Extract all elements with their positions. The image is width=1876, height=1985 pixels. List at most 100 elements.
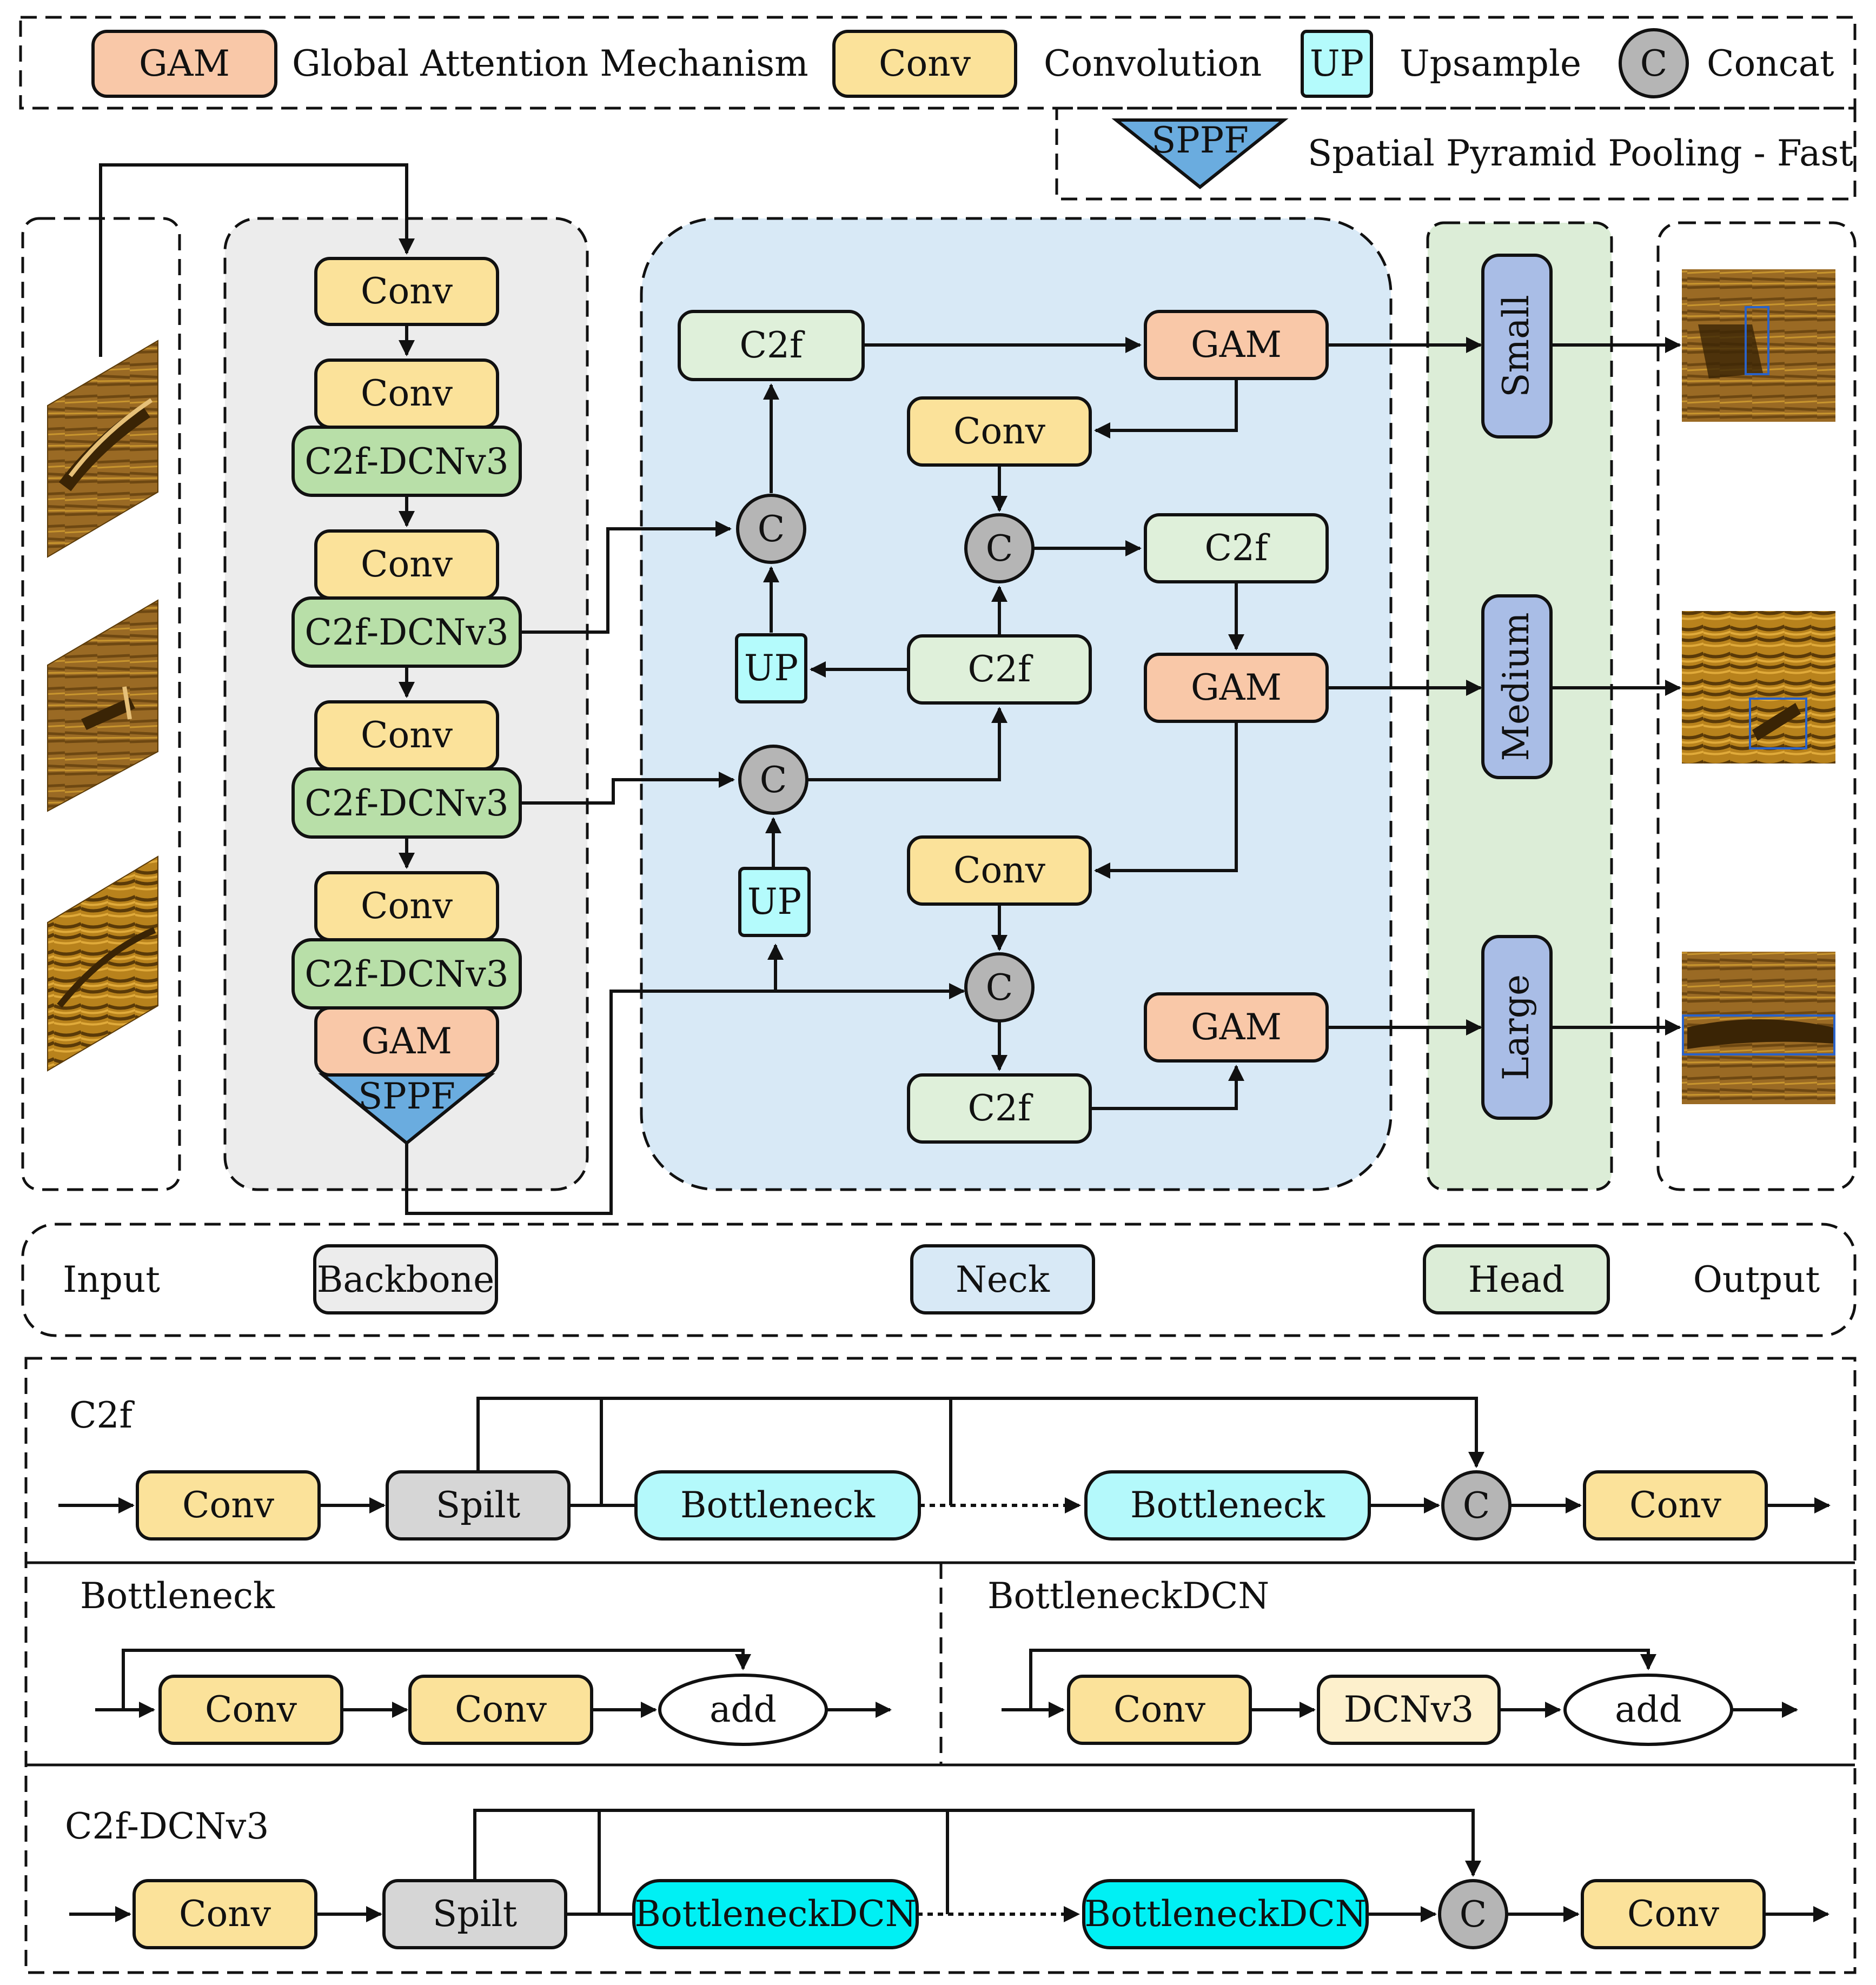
legend-concat-symbol	[1619, 28, 1689, 98]
svg-text:add: add	[710, 1689, 777, 1730]
legend-sppf-frame	[1055, 107, 1857, 201]
svg-text:Backbone: Backbone	[317, 1259, 494, 1300]
svg-text:Conv: Conv	[1629, 1484, 1722, 1526]
input-image-2	[47, 599, 158, 812]
neck-concat-2: C	[738, 745, 808, 815]
svg-text:GAM: GAM	[361, 1020, 452, 1062]
bottleneck-module-title: Bottleneck	[80, 1575, 275, 1617]
svg-text:C: C	[760, 759, 787, 801]
svg-text:Bottleneck: Bottleneck	[1130, 1484, 1325, 1526]
svg-text:Bottleneck: Bottleneck	[680, 1484, 876, 1526]
legend-gam-symbol	[91, 30, 277, 98]
legend-conv-symbol-label: Conv	[879, 43, 971, 84]
bottleneck-add: add	[658, 1674, 828, 1746]
backbone-conv-5: Conv	[314, 871, 499, 941]
svg-text:C2f-DCNv3: C2f-DCNv3	[304, 953, 508, 995]
svg-text:Conv: Conv	[205, 1689, 297, 1730]
svg-text:Conv: Conv	[455, 1689, 547, 1730]
legend-sppf-symbol	[1111, 118, 1289, 189]
svg-text:C: C	[1460, 1894, 1487, 1935]
backbone-c2f-dcnv3-4: C2f-DCNv3	[291, 938, 522, 1010]
output-image-medium	[1682, 611, 1835, 764]
head-large: Large	[1481, 935, 1553, 1120]
c2f-dcnv3-module-title: C2f-DCNv3	[65, 1805, 269, 1847]
head-medium: Medium	[1481, 594, 1553, 779]
neck-gam-bottom: GAM	[1144, 992, 1329, 1063]
legend-conv-symbol	[832, 30, 1017, 98]
backbone-sppf: SPPF	[318, 1073, 495, 1145]
svg-text:Neck: Neck	[956, 1259, 1050, 1300]
backbone-conv-2: Conv	[314, 359, 499, 429]
svg-text:GAM: GAM	[1191, 1006, 1282, 1048]
backbone-gam: GAM	[314, 1006, 499, 1077]
neck-upsample-1: UP	[735, 633, 807, 703]
svg-text:C2f: C2f	[1205, 527, 1270, 569]
section-head-label: Head	[1423, 1244, 1610, 1315]
c2f-bottleneck-1: Bottleneck	[634, 1470, 921, 1541]
c2f-bottleneck-n: Bottleneck	[1084, 1470, 1371, 1541]
svg-text:GAM: GAM	[1191, 667, 1282, 708]
neck-c2f-top-left: C2f	[678, 310, 865, 381]
svg-text:UP: UP	[747, 881, 801, 922]
svg-text:Head: Head	[1468, 1259, 1565, 1300]
bottleneck-conv-2: Conv	[408, 1675, 593, 1745]
svg-text:UP: UP	[744, 647, 798, 689]
legend-gam-text: Global Attention Mechanism	[292, 43, 808, 84]
svg-text:BottleneckDCN: BottleneckDCN	[634, 1893, 916, 1935]
svg-text:C2f-DCNv3: C2f-DCNv3	[304, 782, 508, 824]
legend-conv-text: Convolution	[1044, 43, 1262, 84]
legend-up-symbol	[1301, 30, 1373, 98]
c2f-dcnv3-concat: C	[1438, 1879, 1508, 1949]
neck-gam-middle: GAM	[1144, 653, 1329, 723]
svg-text:C: C	[758, 508, 785, 550]
svg-text:GAM: GAM	[1191, 324, 1282, 366]
svg-text:C2f-DCNv3: C2f-DCNv3	[304, 612, 508, 653]
neck-c2f-right: C2f	[1144, 513, 1329, 583]
c2f-dcnv3-split: Spilt	[382, 1879, 567, 1949]
legend-concat-symbol-label: C	[1640, 43, 1668, 84]
svg-text:C2f: C2f	[968, 648, 1033, 690]
legend-frame	[19, 16, 1857, 110]
svg-text:Conv: Conv	[953, 410, 1046, 452]
svg-text:C2f: C2f	[740, 324, 805, 366]
backbone-conv-1: Conv	[314, 257, 499, 326]
neck-c2f-bottom: C2f	[907, 1073, 1092, 1144]
svg-text:C2f-DCNv3: C2f-DCNv3	[304, 441, 508, 482]
section-neck-label: Neck	[910, 1244, 1095, 1315]
svg-text:C: C	[986, 967, 1013, 1008]
legend-sppf-symbol-label: SPPF	[1151, 120, 1249, 161]
section-output-label: Output	[1693, 1259, 1820, 1300]
c2f-dcnv3-conv-in: Conv	[132, 1879, 317, 1949]
backbone-c2f-dcnv3-2: C2f-DCNv3	[291, 596, 522, 668]
svg-text:Small: Small	[1495, 295, 1537, 397]
input-image-3	[47, 855, 158, 1072]
svg-text:BottleneckDCN: BottleneckDCN	[1084, 1893, 1366, 1935]
svg-text:C2f: C2f	[968, 1087, 1033, 1129]
c2f-dcnv3-bottleneckdcn-1: BottleneckDCN	[632, 1879, 919, 1949]
neck-c2f-middle: C2f	[907, 634, 1092, 705]
bottleneckdcn-module-title: BottleneckDCN	[987, 1575, 1269, 1617]
svg-text:Conv: Conv	[361, 373, 453, 414]
svg-text:C: C	[986, 528, 1013, 569]
svg-text:Conv: Conv	[182, 1484, 275, 1526]
legend-up-symbol-label: UP	[1310, 43, 1364, 84]
section-backbone-label: Backbone	[313, 1244, 498, 1315]
backbone-conv-4: Conv	[314, 700, 499, 771]
input-image-1	[47, 340, 158, 558]
svg-text:Spilt: Spilt	[433, 1893, 517, 1935]
svg-text:C: C	[1463, 1485, 1490, 1526]
backbone-c2f-dcnv3-1: C2f-DCNv3	[291, 426, 522, 497]
c2f-split: Spilt	[386, 1470, 571, 1541]
neck-concat-1: C	[736, 494, 806, 564]
neck-concat-4: C	[964, 952, 1035, 1023]
svg-text:SPPF: SPPF	[358, 1076, 455, 1117]
output-image-small	[1682, 269, 1835, 422]
svg-text:DCNv3: DCNv3	[1344, 1689, 1474, 1730]
c2f-conv-in: Conv	[136, 1470, 321, 1541]
legend-sppf-text: Spatial Pyramid Pooling - Fast	[1308, 132, 1853, 174]
legend-up-text: Upsample	[1400, 43, 1581, 84]
legend-concat-text: Concat	[1707, 43, 1834, 84]
svg-text:Conv: Conv	[361, 714, 453, 756]
neck-conv-top: Conv	[907, 396, 1092, 467]
